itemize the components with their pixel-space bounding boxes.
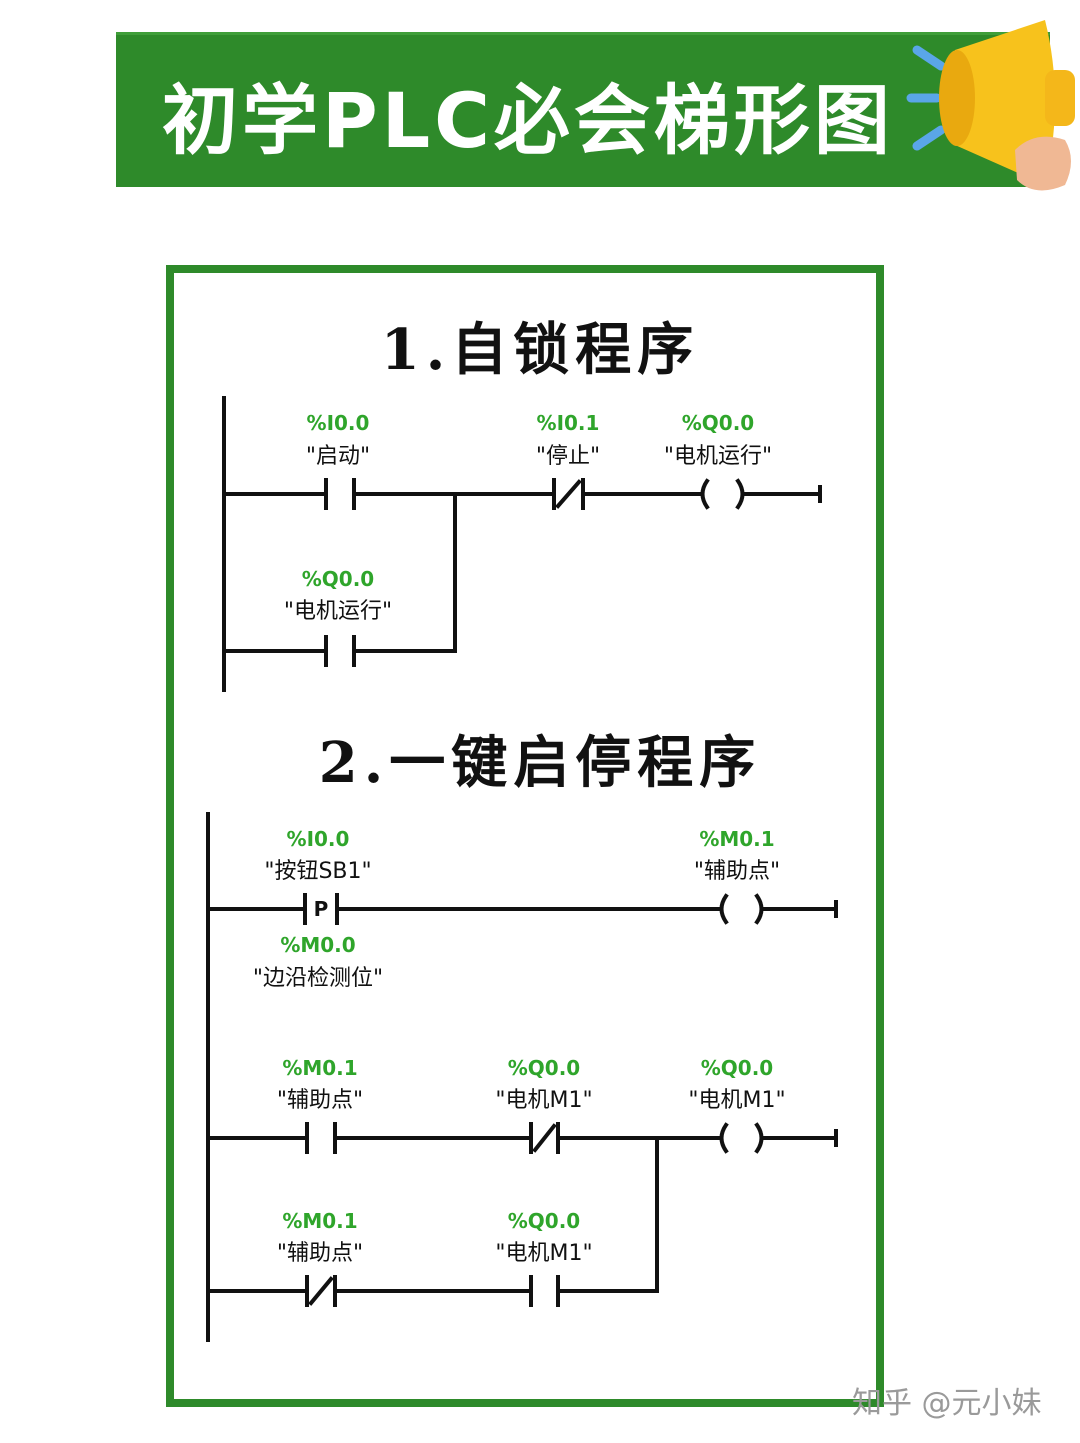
contact-tag: "按钮SB1": [264, 859, 371, 884]
section2-title: 2.一键启停程序: [318, 730, 762, 796]
rung-2-2: [206, 1122, 838, 1154]
contact-address: %I0.0: [307, 411, 370, 435]
contact-tag: "辅助点": [277, 1088, 363, 1113]
contact-tag: "停止": [536, 444, 600, 469]
contact-address: %I0.1: [537, 411, 600, 435]
contact-address: %M0.1: [282, 1056, 357, 1080]
section1-title: 1.自锁程序: [380, 317, 700, 383]
contact-tag: "电机M1": [495, 1241, 592, 1266]
contact-tag: "电机M1": [495, 1088, 592, 1113]
megaphone-icon: [906, 20, 1075, 191]
watermark: 知乎 @元小妹: [852, 1386, 1042, 1421]
contact-address: %Q0.0: [508, 1056, 580, 1080]
contact-tag: "辅助点": [277, 1241, 363, 1266]
coil-address: %Q0.0: [701, 1056, 773, 1080]
edge-bit-address: %M0.0: [280, 933, 355, 957]
contact-address: %I0.0: [287, 827, 350, 851]
contact-address: %Q0.0: [302, 567, 374, 591]
edge-bit-tag: "边沿检测位": [253, 966, 383, 991]
contact-tag: "启动": [306, 444, 370, 469]
title-banner: 初学PLC必会梯形图: [116, 32, 1050, 187]
banner-title: 初学PLC必会梯形图: [162, 76, 894, 165]
coil-tag: "辅助点": [694, 859, 780, 884]
coil-tag: "电机M1": [688, 1088, 785, 1113]
coil-tag: "电机运行": [664, 444, 772, 469]
rung-2-1: [206, 893, 838, 925]
rung-1-1: [222, 478, 822, 510]
rung-2-3: [206, 1136, 659, 1307]
contact-tag: "电机运行": [284, 599, 392, 624]
coil-address: %Q0.0: [682, 411, 754, 435]
contact-address: %Q0.0: [508, 1209, 580, 1233]
coil-address: %M0.1: [699, 827, 774, 851]
contact-address: %M0.1: [282, 1209, 357, 1233]
edge-contact-letter: P: [314, 897, 329, 921]
diagram-frame: [166, 265, 884, 1407]
rung-1-2: [222, 492, 457, 667]
